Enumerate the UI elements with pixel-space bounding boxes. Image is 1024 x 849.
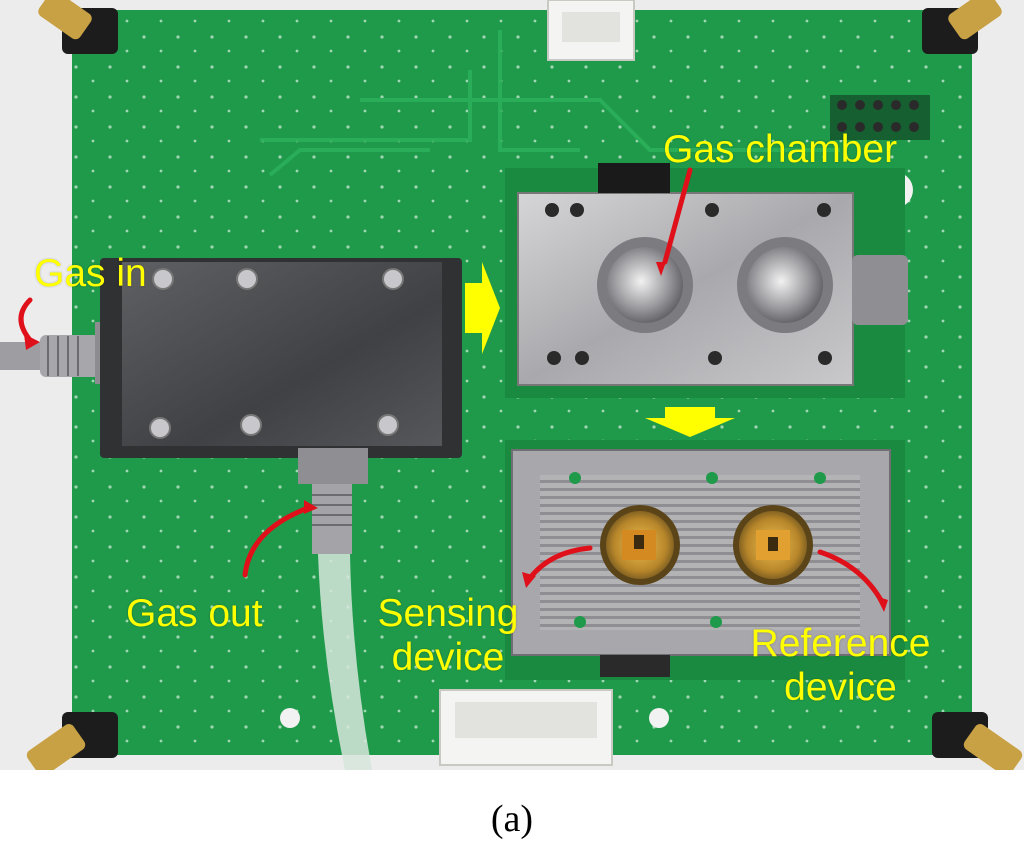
red-arrow-gas-chamber [662, 167, 693, 265]
header-pins [830, 95, 930, 140]
red-arrow-gas-out [242, 505, 311, 578]
standoff-tr [922, 0, 1002, 54]
label-gas-in: Gas in [34, 252, 147, 295]
yellow-arrow-down [645, 407, 735, 437]
label-sensing-line2: device [391, 636, 505, 679]
standoff-bl [26, 712, 118, 770]
label-reference-line2: device [784, 666, 897, 709]
yellow-arrow-right [465, 262, 500, 354]
pcb-photo [0, 0, 1024, 770]
gas-chamber-block [505, 163, 908, 398]
dark-block [100, 258, 462, 458]
label-reference-device: Reference device [738, 622, 943, 710]
figure-caption: (a) [490, 798, 534, 840]
red-arrow-sensing [527, 545, 593, 581]
standoff-br [932, 712, 1023, 770]
top-connector [547, 0, 635, 61]
standoff-tl [38, 0, 118, 54]
label-gas-out: Gas out [126, 592, 263, 635]
label-reference-line1: Reference [750, 622, 931, 665]
red-arrow-reference [817, 549, 885, 605]
outlet-fitting [298, 448, 372, 770]
label-sensing-device: Sensing device [368, 592, 528, 680]
label-gas-chamber: Gas chamber [663, 128, 898, 171]
bottom-connector [439, 689, 613, 766]
label-sensing-line1: Sensing [377, 592, 519, 635]
